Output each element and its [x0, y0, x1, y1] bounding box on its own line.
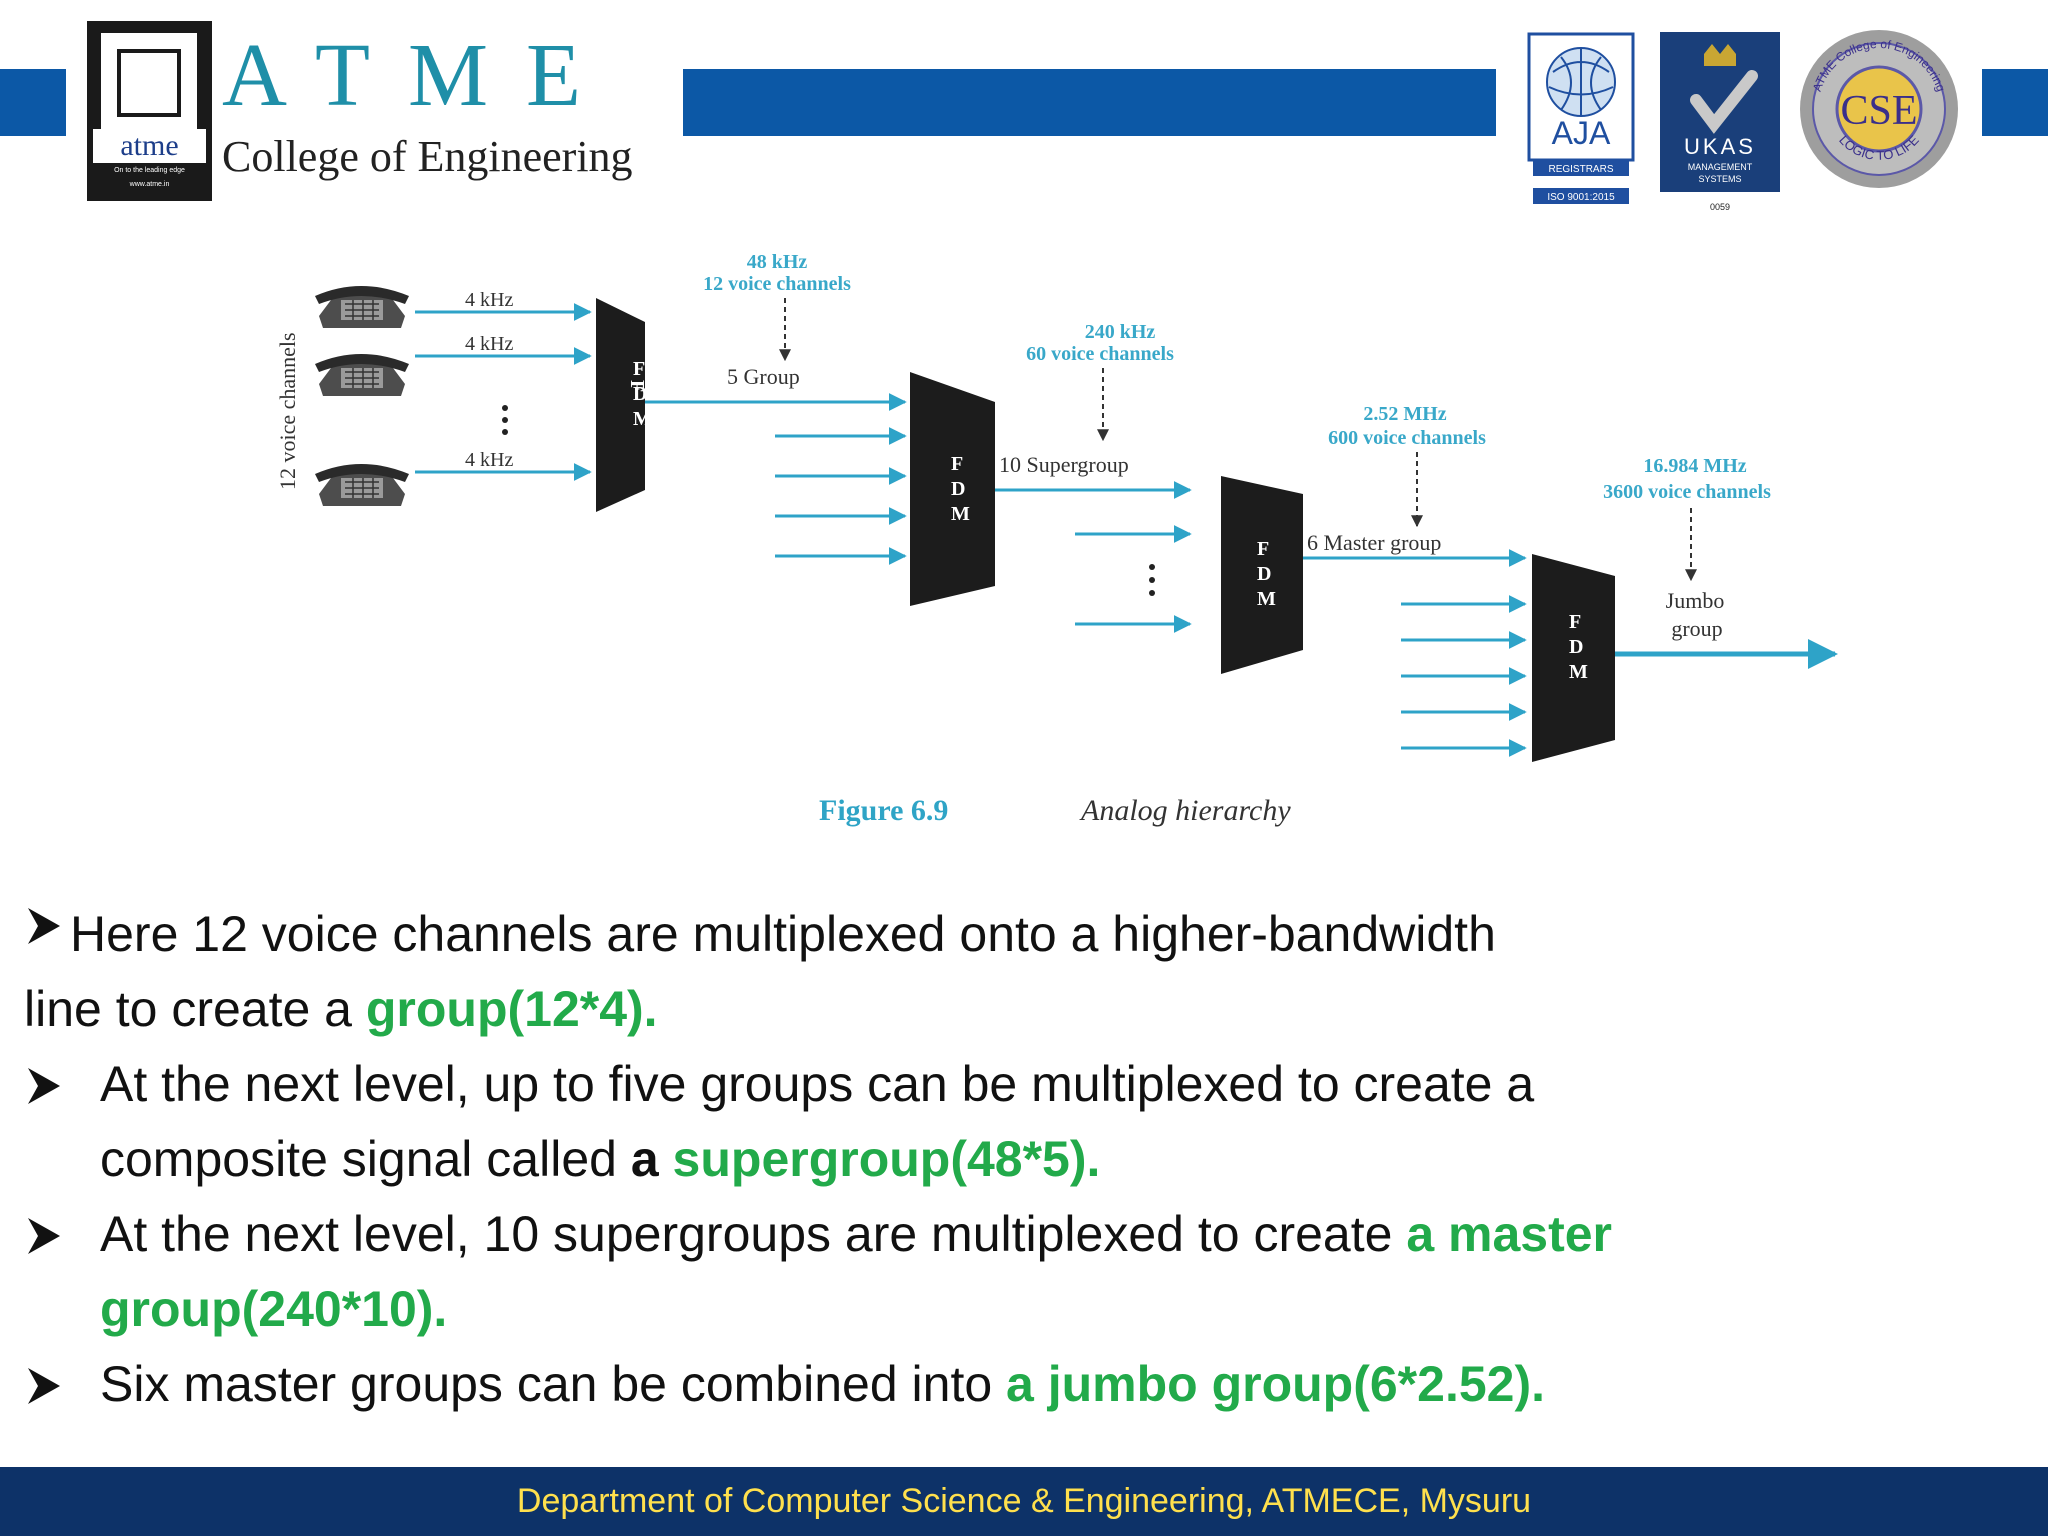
input-2-freq: 4 kHz: [465, 333, 513, 355]
fdm-multiplexer-3: [1221, 476, 1303, 674]
bullet-1-line-2: line to create a group(12*4).: [24, 981, 658, 1037]
stage1-title-2: 12 voice channels: [703, 273, 851, 295]
fdm-2-letter-m: M: [951, 503, 970, 525]
bullet-1-line-1: Here 12 voice channels are multiplexed o…: [70, 906, 1496, 962]
fdm-1-letter-d: D: [633, 383, 647, 405]
logo-website: www.atme.in: [129, 181, 170, 188]
figure-caption-number: Figure 6.9: [819, 794, 948, 827]
header-band-middle: [683, 69, 1496, 136]
fdm-4-letter-d: D: [1569, 636, 1583, 658]
cse-center-text: CSE: [1840, 88, 1917, 134]
highlight-group: group(12*4).: [365, 981, 658, 1037]
fdm-4-letter-m: M: [1569, 661, 1588, 683]
ukas-line1: MANAGEMENT: [1688, 162, 1753, 172]
stage4-label-group: group: [1671, 616, 1722, 641]
stage2-label-10-supergroup: 10 Supergroup: [999, 452, 1129, 477]
bullet-arrow-icon: [28, 1368, 60, 1404]
ukas-certification-logo: UKAS MANAGEMENT SYSTEMS 0059: [1660, 32, 1780, 212]
stage4-label-jumbo: Jumbo: [1666, 588, 1725, 613]
ukas-code: 0059: [1710, 202, 1730, 212]
fdm-4-letter-f: F: [1569, 611, 1581, 633]
atme-logo: atme On to the leading edge www.atme.in: [87, 21, 212, 201]
aja-name: AJA: [1552, 115, 1611, 151]
fdm-1-letter-m: M: [633, 408, 652, 430]
stage1-title-1: 48 kHz: [747, 251, 808, 273]
input-3-freq: 4 kHz: [465, 449, 513, 471]
fdm-1-letter-f: F: [626, 380, 648, 392]
stage2-title-2: 60 voice channels: [1026, 343, 1174, 365]
highlight-supergroup: supergroup(48*5).: [672, 1131, 1101, 1187]
fdm-multiplexer-1: [596, 298, 645, 512]
stage1-label-5-group: 5 Group: [727, 364, 800, 389]
header-band-right: [1982, 69, 2048, 136]
fdm-3-letter-d: D: [1257, 563, 1271, 585]
logo-atme-text: atme: [93, 129, 206, 163]
highlight-jumbo-group: a jumbo group(6*2.52).: [1006, 1356, 1545, 1412]
bullet-arrow-icon: [28, 908, 60, 944]
stage3-title-2: 600 voice channels: [1328, 427, 1486, 449]
header-band-left: [0, 69, 66, 136]
fdm-2-letter-f: F: [951, 453, 963, 475]
bullet-3-line-2: group(240*10).: [100, 1272, 447, 1347]
stage3-label-6-master-group: 6 Master group: [1307, 530, 1441, 555]
fdm-multiplexer-4: [1532, 554, 1615, 762]
side-label-12-voice-channels: 12 voice channels: [275, 332, 300, 490]
ukas-line2: SYSTEMS: [1698, 174, 1741, 184]
fdm-3-letter-f: F: [1257, 538, 1269, 560]
telephone-icon: [314, 285, 410, 329]
analog-hierarchy-figure: 12 voice channels 4 kHz 4 kHz 4 kHz F F …: [275, 251, 1838, 827]
footer-bar: Department of Computer Science & Enginee…: [0, 1467, 2048, 1536]
input-1-freq: 4 kHz: [465, 289, 513, 311]
bullet-3-line-1: At the next level, 10 supergroups are mu…: [100, 1206, 1613, 1262]
logo-tagline: On to the leading edge: [114, 167, 185, 174]
stage4-title-2: 3600 voice channels: [1603, 481, 1771, 503]
fdm-1-letter-f: F: [633, 358, 645, 380]
highlight-master-group: group(240*10).: [100, 1281, 448, 1337]
aja-iso: ISO 9001:2015: [1547, 192, 1615, 203]
stage2-title-1: 240 kHz: [1085, 321, 1156, 343]
highlight-master: a master: [1406, 1206, 1613, 1262]
stage4-title-1: 16.984 MHz: [1643, 455, 1746, 477]
bullet-arrow-icon: [28, 1068, 60, 1104]
fdm-3-letter-m: M: [1257, 588, 1276, 610]
brand-subtitle: College of Engineering: [222, 132, 633, 181]
stage3-title-1: 2.52 MHz: [1363, 403, 1446, 425]
aja-registrars: REGISTRARS: [1548, 164, 1613, 175]
bullet-2-line-1: At the next level, up to five groups can…: [100, 1056, 1535, 1112]
telephone-icon: [314, 353, 410, 397]
fdm-2-letter-d: D: [951, 478, 965, 500]
cse-department-badge: ATME College of Engineering LOGIC TO LIF…: [1800, 30, 1958, 188]
figure-caption-text: Analog hierarchy: [1079, 794, 1291, 827]
aja-certification-logo: AJA REGISTRARS ISO 9001:2015: [1527, 32, 1635, 208]
logo-frame-icon: [101, 33, 197, 133]
brand-title: ATME: [222, 26, 619, 125]
footer-text: Department of Computer Science & Enginee…: [516, 1482, 1532, 1520]
fdm-multiplexer-2: [910, 372, 995, 606]
bullet-arrow-icon: [28, 1218, 60, 1254]
bullet-4: Six master groups can be combined into a…: [100, 1356, 1545, 1412]
ukas-name: UKAS: [1684, 134, 1756, 159]
telephone-icon: [314, 463, 410, 507]
bullet-2-line-2: composite signal called a supergroup(48*…: [100, 1131, 1101, 1187]
